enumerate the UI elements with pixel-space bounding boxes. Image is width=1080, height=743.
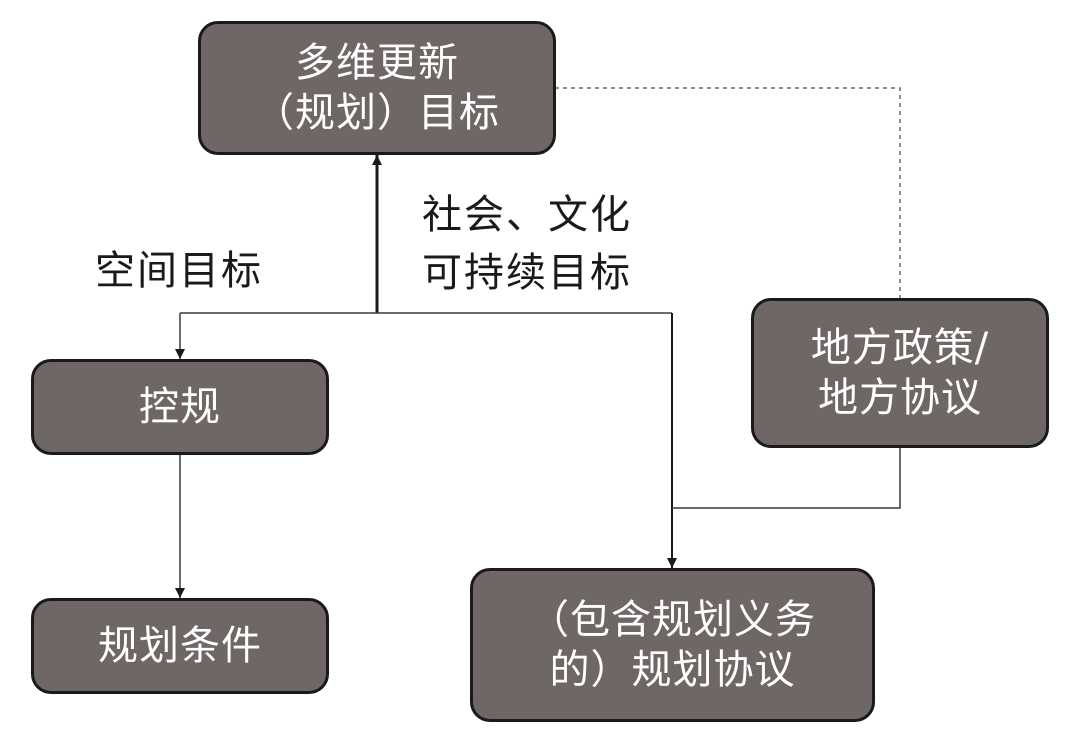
node-local-policy-line-2: 地方协议	[818, 375, 982, 421]
dashed-goal-policy-connector	[555, 87, 901, 298]
node-planning-conditions-label: 规划条件	[98, 623, 262, 669]
node-renewal-goal: 多维更新 （规划）目标	[198, 21, 556, 155]
node-renewal-goal-line-2: （规划）目标	[254, 90, 500, 136]
label-social-goal: 社会、文化 可持续目标	[422, 186, 632, 302]
label-spatial-goal-text: 空间目标	[95, 248, 263, 294]
policy-to-agreement-connector	[672, 448, 901, 509]
label-spatial-goal: 空间目标	[95, 242, 263, 300]
node-planning-agreement: （包含规划义务 的）规划协议	[470, 568, 875, 722]
node-planning-agreement-line-2: 的）规划协议	[549, 647, 796, 693]
node-local-policy-line-1: 地方政策/	[810, 325, 990, 371]
node-control-plan: 控规	[31, 359, 329, 455]
node-renewal-goal-line-1: 多维更新	[295, 40, 459, 86]
node-planning-conditions: 规划条件	[31, 598, 329, 694]
label-social-goal-line-2: 可持续目标	[422, 250, 632, 296]
node-planning-agreement-line-1: （包含规划义务	[529, 597, 816, 643]
node-local-policy: 地方政策/ 地方协议	[751, 298, 1049, 448]
node-control-plan-label: 控规	[139, 384, 221, 430]
label-social-goal-line-1: 社会、文化	[422, 192, 632, 238]
